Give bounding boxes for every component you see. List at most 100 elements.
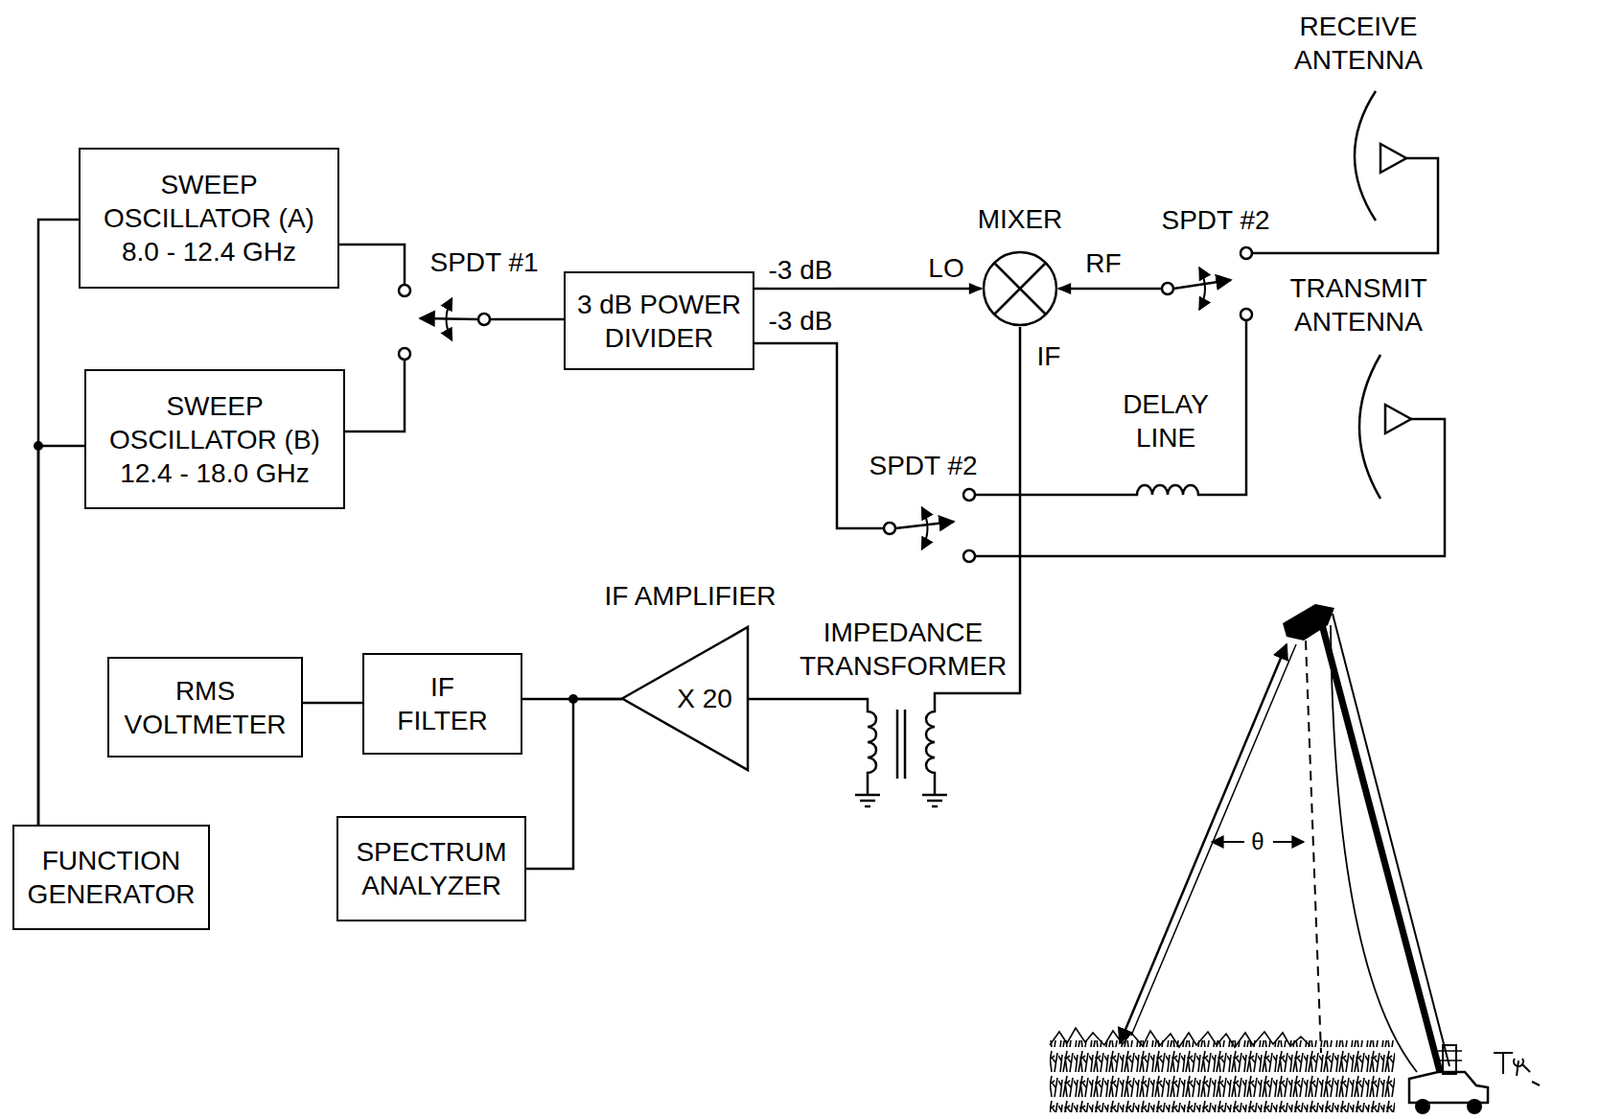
box-label: SPECTRUM ANALYZER	[347, 834, 515, 903]
truck-mast	[1442, 1044, 1457, 1074]
voltmeter-box: RMS VOLTMETER	[107, 656, 303, 758]
operators	[1493, 1052, 1540, 1086]
component-heading: TRANSMIT ANTENNA	[1281, 271, 1436, 339]
component-heading: SPDT #1	[421, 245, 547, 279]
filter-box: IF FILTER	[362, 652, 523, 755]
symbol-outline	[857, 703, 953, 810]
signal-wire	[1252, 158, 1438, 254]
canopy-top	[1049, 1027, 1311, 1047]
amplifier-triangle	[622, 626, 748, 770]
delay-line-symbol: DELAY LINE	[1127, 471, 1209, 501]
analyzer-box: SPECTRUM ANALYZER	[336, 815, 527, 922]
spdt-switch: SPDT #2	[882, 485, 976, 566]
antenna-feed	[1385, 404, 1412, 434]
port-label: LO	[926, 252, 966, 285]
switch-throw	[922, 507, 928, 550]
box-label: 3 dB POWER DIVIDER	[575, 287, 743, 355]
symbol-outline	[1127, 471, 1209, 501]
truck-body	[1409, 1071, 1488, 1103]
angle-arrow	[1211, 840, 1245, 843]
box-label: 8.0 - 12.4 GHz	[121, 234, 297, 269]
component-heading: SPDT #2	[860, 448, 986, 483]
signal-wire	[934, 326, 1021, 704]
component-heading: IF AMPLIFIER	[584, 579, 796, 613]
antenna-head	[1282, 603, 1335, 641]
symbol-outline	[397, 283, 491, 361]
switch-pin	[478, 313, 490, 325]
component-heading: IMPEDANCE TRANSFORMER	[783, 615, 1023, 683]
signal-wire	[975, 493, 1128, 497]
switch-pin	[1240, 247, 1253, 259]
antenna-dish	[1354, 91, 1376, 221]
box-label: SWEEP OSCILLATOR (B)	[95, 389, 334, 457]
switch-pin	[883, 522, 896, 534]
box-label: RMS VOLTMETER	[118, 673, 292, 742]
port-label: θ	[1249, 828, 1266, 857]
amplifier-symbol: IF AMPLIFIERX 20	[622, 626, 748, 770]
truck-frame	[1437, 1050, 1462, 1061]
field-illustration	[1049, 603, 1540, 1114]
signal-wire	[754, 287, 982, 291]
mixer-cross	[994, 262, 1046, 315]
oscillator-box: SWEEP OSCILLATOR (B)12.4 - 18.0 GHz	[84, 369, 346, 510]
signal-wire	[1208, 327, 1247, 495]
delay-coil	[1127, 485, 1209, 495]
port-label: IF	[1035, 340, 1064, 373]
component-heading: SPDT #2	[1153, 203, 1278, 237]
switch-pin	[1240, 308, 1253, 321]
gain-label: X 20	[670, 681, 740, 716]
switch-arm	[895, 521, 954, 529]
symbol-outline	[1160, 241, 1253, 328]
switch-arm	[419, 318, 479, 320]
beam-line	[1131, 644, 1297, 1036]
antenna-lead	[1406, 157, 1419, 161]
boom	[1319, 613, 1440, 1072]
switch-pin	[398, 347, 411, 360]
transformer-coil	[867, 703, 877, 795]
edge-label: -3 dB	[766, 254, 835, 287]
switch-throw	[446, 298, 453, 341]
signal-wire	[747, 698, 868, 704]
signal-wire	[345, 360, 405, 432]
boom-rail	[1332, 613, 1450, 1067]
ground-symbol	[922, 794, 948, 807]
switch-stub	[1245, 321, 1249, 328]
component-heading: RECEIVE ANTENNA	[1286, 9, 1431, 77]
antenna-lead	[1411, 417, 1424, 421]
antenna-symbol: TRANSMIT ANTENNA	[1342, 349, 1424, 504]
transformer-symbol: IMPEDANCE TRANSFORMER	[857, 703, 953, 810]
angle-arrow	[1273, 840, 1304, 843]
signal-wire	[526, 698, 623, 869]
spdt-switch: SPDT #1	[397, 283, 491, 361]
edge-label: -3 dB	[766, 304, 835, 338]
spdt-switch: SPDT #2	[1160, 241, 1253, 328]
box-label: IF FILTER	[391, 670, 494, 738]
truck-wheel	[1466, 1098, 1483, 1114]
symbol-outline	[1342, 349, 1424, 504]
mixer-symbol: MIXER	[981, 250, 1059, 327]
oscillator-box: SWEEP OSCILLATOR (A)8.0 - 12.4 GHz	[78, 147, 340, 289]
transformer-coil	[926, 703, 935, 795]
box-label: SWEEP OSCILLATOR (A)	[90, 167, 328, 235]
box-label: 12.4 - 18.0 GHz	[119, 456, 310, 490]
port-label: RF	[1083, 247, 1123, 280]
symbol-outline	[981, 250, 1059, 327]
signal-wire	[490, 318, 564, 322]
antenna-feed	[1380, 143, 1407, 173]
switch-stub	[1252, 252, 1253, 256]
signal-wire	[754, 343, 883, 529]
switch-pin	[398, 284, 411, 297]
nadir-line	[1305, 640, 1322, 1053]
component-heading: MIXER	[962, 202, 1078, 236]
generator-box: FUNCTION GENERATOR	[12, 824, 210, 930]
box-label: FUNCTION GENERATOR	[22, 843, 201, 911]
antenna-dish	[1359, 354, 1381, 499]
power-divider-box: 3 dB POWER DIVIDER	[563, 271, 755, 371]
signal-wire	[38, 219, 79, 825]
switch-arm	[1173, 279, 1231, 289]
switch-pin	[963, 488, 975, 501]
mixer-circle	[983, 252, 1057, 325]
transformer-core	[897, 709, 905, 779]
truck-wheel	[1414, 1098, 1431, 1114]
